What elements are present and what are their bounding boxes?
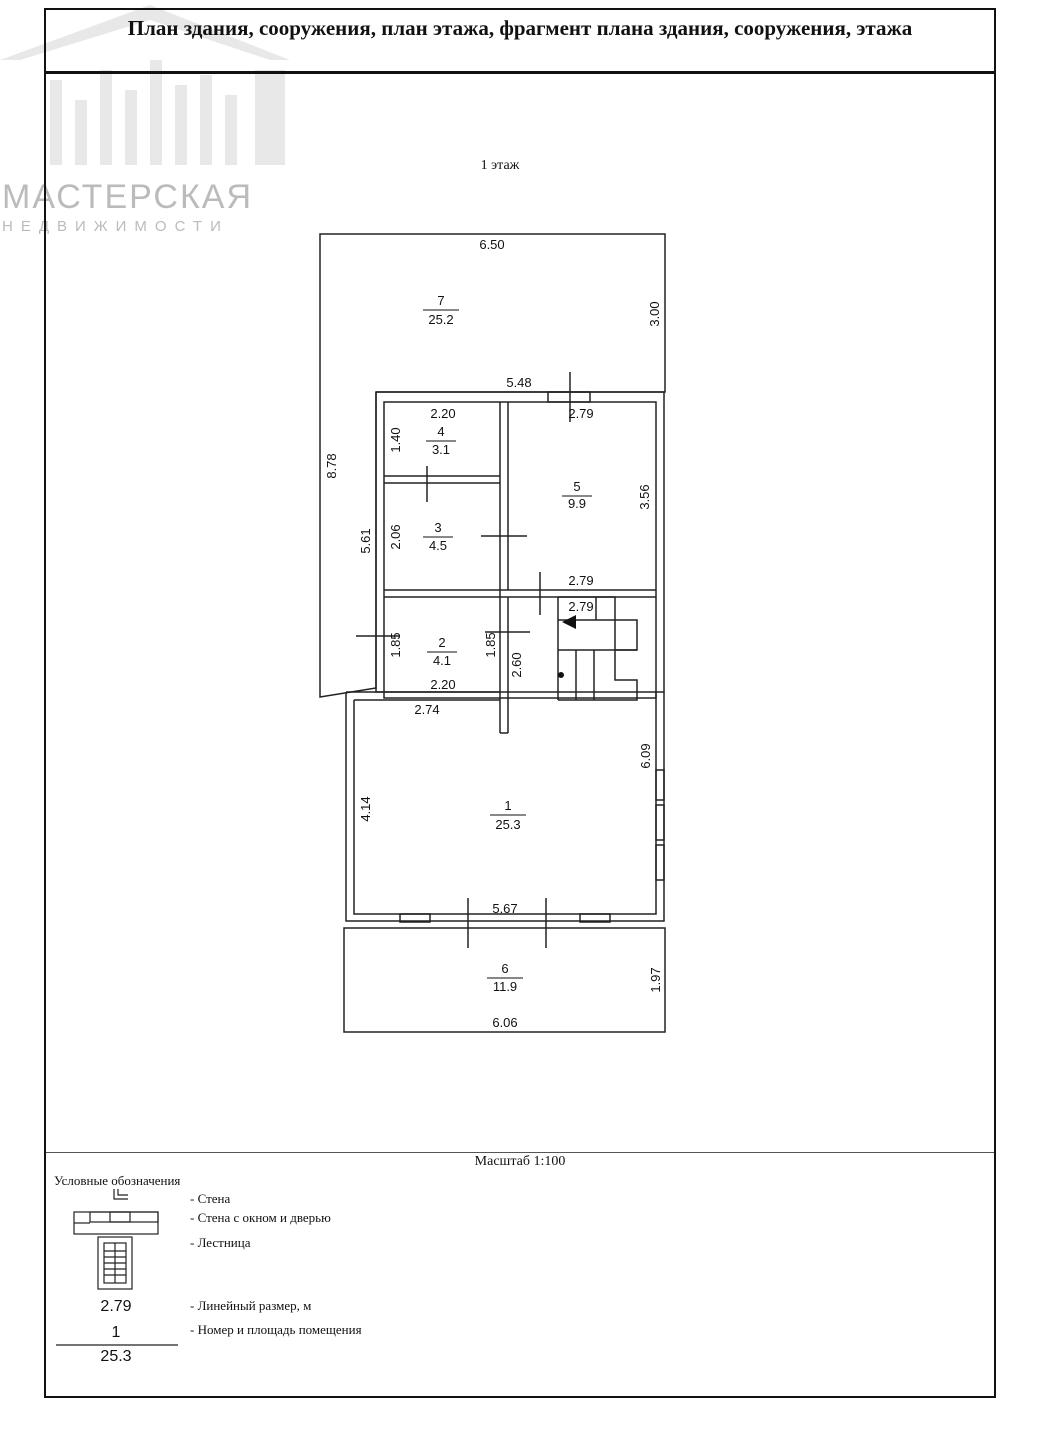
watermark-text: МАСТЕРСКАЯ xyxy=(2,178,254,216)
dimension-label: 6.50 xyxy=(479,237,504,252)
room-area: 9.9 xyxy=(568,496,586,511)
dimension-label: 8.78 xyxy=(324,453,339,478)
legend-sample-dimension: 2.79 xyxy=(100,1298,132,1315)
legend-wall: - Стена xyxy=(190,1191,231,1206)
dimension-label: 2.79 xyxy=(568,573,593,588)
watermark-subtext: НЕДВИЖИМОСТИ xyxy=(2,218,229,235)
dimension-label: 6.09 xyxy=(638,743,653,768)
legend-linear-size: - Линейный размер, м xyxy=(190,1298,312,1313)
dimension-label: 2.60 xyxy=(509,652,524,677)
room-area: 25.3 xyxy=(495,817,520,832)
room-number: 4 xyxy=(437,424,444,439)
dimension-label: 2.79 xyxy=(568,599,593,614)
dimension-label: 5.48 xyxy=(506,375,531,390)
room-area: 3.1 xyxy=(432,442,450,457)
floor-label: 1 этаж xyxy=(480,158,520,173)
legend-room-number-area: - Номер и площадь помещения xyxy=(190,1322,362,1337)
dimension-label: 4.14 xyxy=(358,796,373,821)
page-frame xyxy=(44,8,996,1398)
dimension-label: 1.85 xyxy=(483,632,498,657)
room-area: 11.9 xyxy=(493,979,517,994)
dimension-label: 1.40 xyxy=(388,427,403,452)
room-number: 6 xyxy=(501,961,508,976)
room-number: 3 xyxy=(434,520,441,535)
room-area: 4.1 xyxy=(433,653,451,668)
dimension-label: 2.20 xyxy=(430,406,455,421)
dimension-label: 5.67 xyxy=(492,901,517,916)
legend-stairs: - Лестница xyxy=(190,1235,251,1250)
dimension-label: 2.79 xyxy=(568,406,593,421)
legend-sample-room-number: 1 xyxy=(111,1324,121,1341)
dimension-label: 1.97 xyxy=(648,967,663,992)
dimension-label: 1.85 xyxy=(388,632,403,657)
legend-separator xyxy=(46,1152,994,1153)
room-area: 25.2 xyxy=(428,312,453,327)
dimension-label: 6.06 xyxy=(492,1015,517,1030)
room-number: 1 xyxy=(504,798,511,813)
dimension-label: 5.61 xyxy=(358,528,373,553)
dimension-label: 3.56 xyxy=(637,484,652,509)
watermark-logo xyxy=(0,0,300,240)
dimension-label: 2.20 xyxy=(430,677,455,692)
page-title: План здания, сооружения, план этажа, фра… xyxy=(44,8,996,74)
room-number: 2 xyxy=(438,635,445,650)
room-area: 4.5 xyxy=(429,538,447,553)
dimension-label: 2.06 xyxy=(388,524,403,549)
legend-wall-window-door: - Стена с окном и дверью xyxy=(190,1210,331,1225)
legend-sample-room-area: 25.3 xyxy=(100,1348,132,1365)
legend-symbols xyxy=(56,1189,178,1346)
dimension-label: 2.74 xyxy=(414,702,439,717)
room-number: 5 xyxy=(573,479,580,494)
room-number: 7 xyxy=(437,293,444,308)
scale-label: Масштаб 1:100 xyxy=(474,1154,566,1169)
dimension-label: 3.00 xyxy=(647,301,662,326)
legend-title: Условные обозначения xyxy=(54,1173,181,1188)
